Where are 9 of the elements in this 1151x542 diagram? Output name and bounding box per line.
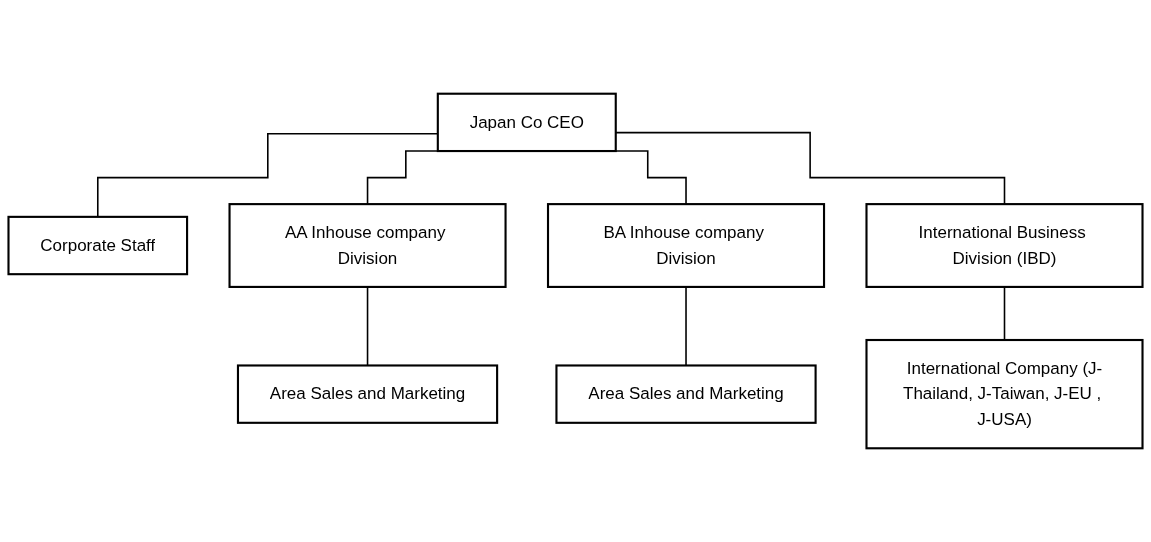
node-box: Area Sales and Marketing (236, 364, 499, 424)
node-box: Area Sales and Marketing (555, 364, 817, 424)
node-box: BA Inhouse company Division (546, 203, 826, 288)
node-box: International Business Division (IBD) (865, 203, 1144, 288)
node-box: Japan Co CEO (436, 92, 617, 153)
node-box: Corporate Staff (7, 215, 189, 276)
connector (1003, 286, 1006, 341)
node-box: AA Inhouse company Division (228, 203, 507, 288)
node-box: International Company (J-Thailand, J-Taiwan, J-EU , J-USA) (865, 338, 1144, 450)
